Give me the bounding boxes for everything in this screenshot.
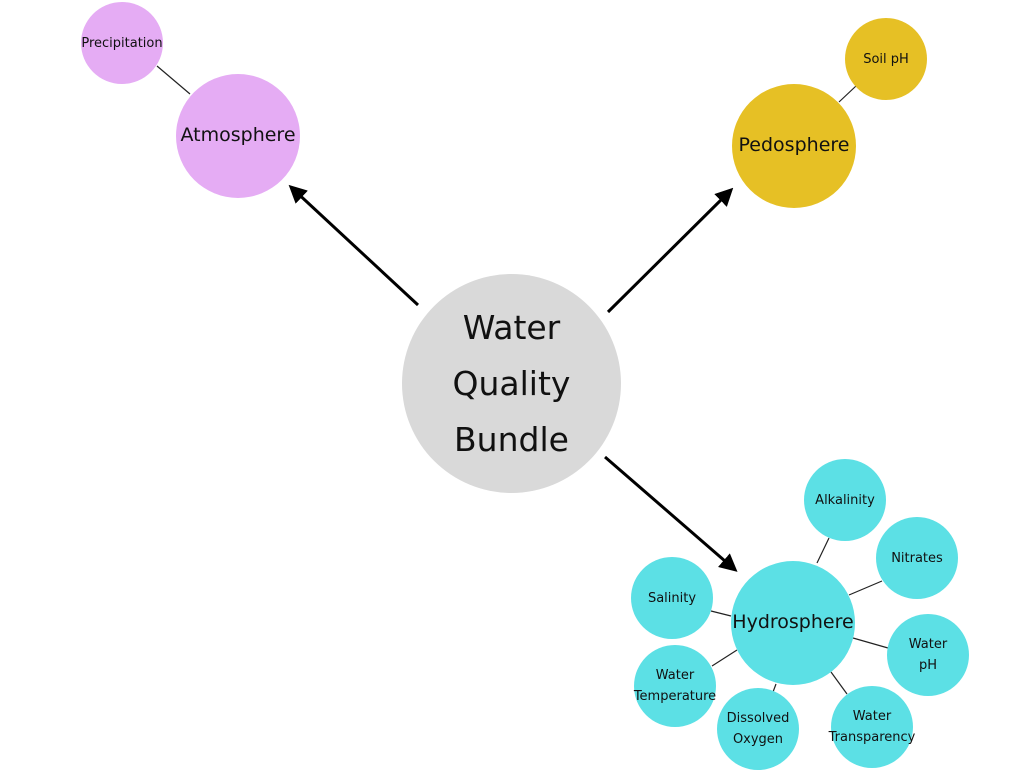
center-label-line-3: Bundle [454, 419, 569, 459]
temperature-label-line-2: Temperature [633, 689, 717, 704]
link-water-ph [852, 637, 889, 649]
node-precipitation[interactable]: Precipitation [81, 2, 163, 84]
arrow-to-atmosphere [288, 184, 420, 307]
nitrates-label: Nitrates [891, 550, 943, 566]
link-precipitation [156, 65, 191, 95]
center-node-water-quality-bundle[interactable]: Water Quality Bundle [402, 274, 621, 493]
soil-ph-label: Soil pH [863, 51, 909, 67]
link-temperature [711, 649, 738, 667]
node-atmosphere[interactable]: Atmosphere [176, 74, 300, 198]
pedosphere-label: Pedosphere [738, 134, 850, 157]
node-nitrates[interactable]: Nitrates [876, 517, 958, 599]
water-ph-label-line-1: Water [908, 637, 948, 652]
node-hydrosphere[interactable]: Hydrosphere [731, 561, 855, 685]
node-salinity[interactable]: Salinity [631, 557, 713, 639]
alkalinity-label: Alkalinity [815, 492, 875, 508]
node-water-transparency[interactable]: Water Transparency [828, 686, 916, 768]
transparency-label-line-2: Transparency [828, 730, 916, 745]
temperature-label-line-1: Water [655, 668, 695, 683]
node-pedosphere[interactable]: Pedosphere [732, 84, 856, 208]
center-label-line-1: Water [462, 307, 561, 347]
node-soil-ph[interactable]: Soil pH [845, 18, 927, 100]
link-transparency [830, 671, 848, 695]
node-alkalinity[interactable]: Alkalinity [804, 459, 886, 541]
arrow-to-hydrosphere [604, 455, 738, 572]
arrow-to-pedosphere [606, 187, 734, 314]
link-alkalinity [816, 537, 830, 564]
salinity-label: Salinity [647, 590, 697, 606]
node-water-temperature[interactable]: Water Temperature [634, 645, 716, 727]
hydrosphere-label: Hydrosphere [732, 611, 854, 634]
node-water-ph[interactable]: Water pH [887, 614, 969, 696]
center-label-line-2: Quality [452, 363, 571, 403]
node-dissolved-oxygen[interactable]: Dissolved Oxygen [717, 688, 799, 770]
oxygen-label-line-2: Oxygen [732, 732, 784, 747]
link-nitrates [848, 580, 883, 596]
water-ph-label-line-2: pH [918, 658, 938, 673]
link-salinity [710, 610, 732, 617]
transparency-label-line-1: Water [852, 709, 892, 724]
oxygen-label-line-1: Dissolved [726, 711, 790, 726]
atmosphere-label: Atmosphere [180, 124, 296, 147]
precipitation-label: Precipitation [81, 35, 163, 51]
link-soil-ph [838, 85, 857, 103]
